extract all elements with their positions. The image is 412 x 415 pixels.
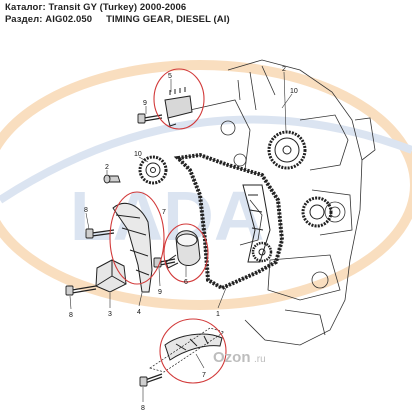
highlight-circle-oil-jet	[153, 68, 205, 130]
callout-10: 10	[290, 88, 298, 95]
callout-9: 9	[158, 289, 162, 296]
callout-2: 2	[105, 164, 109, 171]
callout-8: 8	[69, 312, 73, 319]
callout-5: 5	[168, 73, 172, 80]
highlight-circle-tensioner	[163, 223, 209, 283]
callout-1: 1	[216, 311, 220, 318]
callout-7: 7	[162, 209, 166, 216]
chain-guide-lower	[149, 327, 225, 373]
catalog-value: Transit GY (Turkey) 2000-2006	[48, 2, 187, 13]
camshaft-gear-right	[267, 130, 307, 170]
engine-block	[189, 59, 376, 346]
callout-4: 4	[137, 309, 141, 316]
callout-6: 6	[184, 279, 188, 286]
callout-3: 3	[108, 311, 112, 318]
chain-tensioner	[165, 230, 201, 269]
highlight-circle-guide	[159, 318, 227, 384]
callout-2: 2	[282, 66, 286, 73]
highlight-circles	[109, 68, 227, 384]
svg-text:LADA: LADA	[70, 177, 264, 255]
bolts	[65, 113, 176, 387]
watermark-site: Ozon .ru	[213, 349, 266, 366]
watermark-brand: Ozon	[213, 349, 251, 366]
leader-lines	[69, 71, 293, 402]
highlight-circle-tensioner-arm	[109, 191, 165, 285]
section-line: Раздел: AIG02.050 TIMING GEAR, DIESEL (AI…	[5, 14, 230, 25]
callout-labels: 5 9 2 10 10 8 1 6 7 9 4 3 8 7 8 2	[69, 66, 298, 412]
catalog-line: Каталог: Transit GY (Turkey) 2000-2006	[5, 2, 186, 13]
callout-8: 8	[84, 207, 88, 214]
timing-chain	[173, 152, 285, 291]
callout-8: 8	[141, 405, 145, 412]
section-title: TIMING GEAR, DIESEL (AI)	[106, 14, 230, 25]
section-label: Раздел:	[5, 14, 43, 25]
oil-jet	[164, 87, 193, 127]
section-code: AIG02.050	[45, 14, 93, 25]
callout-9: 9	[143, 100, 147, 107]
idler-gear-lower	[301, 196, 333, 228]
callout-7: 7	[202, 372, 206, 379]
watermark-tld: .ru	[254, 354, 266, 365]
catalog-label: Каталог:	[5, 2, 46, 13]
tensioner-arm	[112, 203, 153, 293]
watermark-logo: LADA	[0, 60, 412, 310]
camshaft-gear-left	[138, 155, 168, 185]
chain-guide-right	[242, 184, 271, 263]
callout-10: 10	[134, 151, 142, 158]
